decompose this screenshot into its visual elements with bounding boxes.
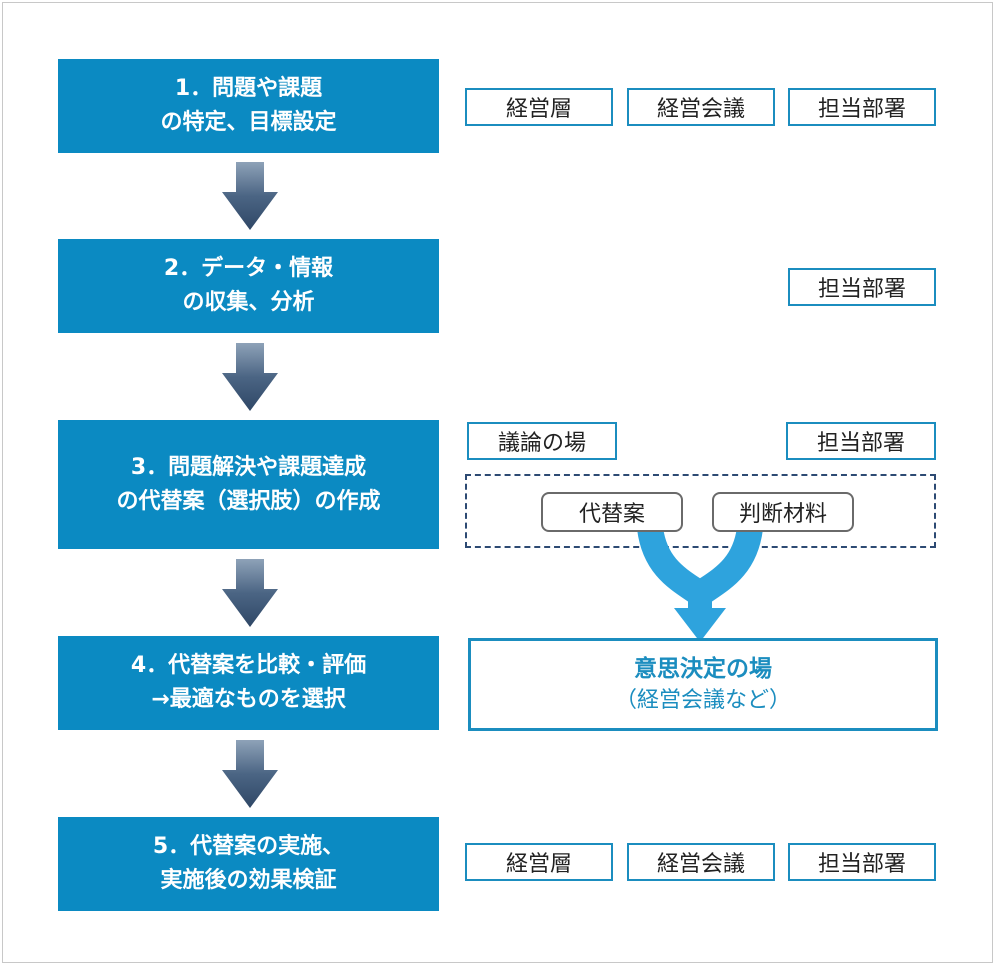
tag-department: 担当部署 [788,843,936,881]
step-5-box: 5．代替案の実施、 実施後の効果検証 [58,817,439,911]
tag-management-meeting: 経営会議 [627,88,775,126]
step-1-line2: の特定、目標設定 [160,110,337,135]
step-4-box: 4．代替案を比較・評価 →最適なものを選択 [58,636,439,730]
step-4-line1: 4．代替案を比較・評価 [130,653,367,678]
down-arrow-icon [222,740,278,808]
tag-management: 経営層 [465,843,613,881]
pill-decision-material: 判断材料 [712,492,854,532]
step-3-line2: の代替案（選択肢）の作成 [116,488,381,514]
tag-department: 担当部署 [786,422,936,460]
tag-department: 担当部署 [788,268,936,306]
tag-department: 担当部署 [788,88,936,126]
alternatives-group [465,474,936,548]
down-arrow-icon [222,162,278,230]
step-1-line1: 1．問題や課題 [174,76,323,101]
merge-arrow-icon [637,528,763,642]
step-2-line2: の収集、分析 [182,290,315,315]
down-arrow-icon [222,559,278,627]
tag-discussion-place: 議論の場 [467,422,617,460]
step-2-line1: 2．データ・情報 [163,256,334,281]
step-3-box: 3．問題解決や課題達成 の代替案（選択肢）の作成 [58,420,439,549]
step-5-line1: 5．代替案の実施、 [152,834,345,859]
down-arrow-icon [222,343,278,411]
tag-management-meeting: 経営会議 [627,843,775,881]
decision-title: 意思決定の場 [634,655,772,682]
decision-subtitle: （経営会議など） [614,687,791,713]
decision-place-box: 意思決定の場 （経営会議など） [468,638,938,731]
step-2-box: 2．データ・情報 の収集、分析 [58,239,439,333]
step-1-box: 1．問題や課題 の特定、目標設定 [58,59,439,153]
step-4-line2: →最適なものを選択 [151,687,346,712]
step-5-line2: 実施後の効果検証 [160,868,337,893]
pill-alternatives: 代替案 [541,492,683,532]
step-3-line1: 3．問題解決や課題達成 [130,454,367,480]
tag-management: 経営層 [465,88,613,126]
